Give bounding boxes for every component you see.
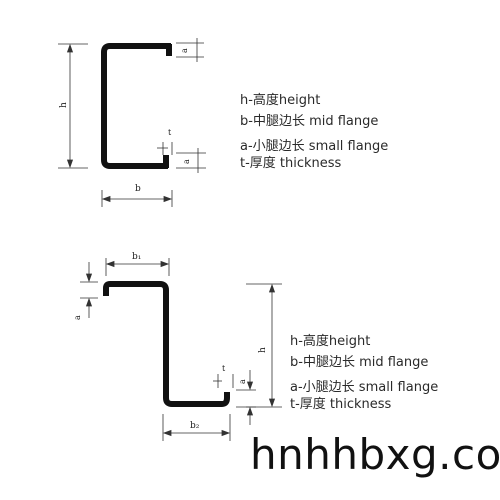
c-a-bottom-label: a [182,159,191,164]
c-a-bottom-dimension [176,148,206,173]
z-b1-dimension [105,258,170,276]
z-channel-profile [103,281,230,407]
z-t-dimension [213,374,234,388]
c-channel-profile [101,43,171,169]
c-t-dimension [157,142,173,155]
c-legend-height: h-高度height [240,93,321,108]
c-channel-legend: h-高度height b-中腿边长 mid flange a-小腿边长 smal… [240,90,388,174]
z-a-left-dimension [80,262,98,318]
c-legend-thickness: t-厚度 thickness [240,156,342,171]
z-b2-label: b₂ [190,421,200,431]
c-h-label: h [59,102,69,108]
z-b1-label: b₁ [132,252,141,262]
c-b-label: b [135,184,141,194]
z-channel-legend: h-高度height b-中腿边长 mid flange a-小腿边长 smal… [290,331,438,415]
c-h-dimension [58,43,88,169]
z-legend-thickness: t-厚度 thickness [290,397,392,412]
z-a-left-label: a [73,315,82,320]
z-legend-mid-flange: b-中腿边长 mid flange [290,355,429,370]
c-t-label: t [168,128,172,137]
z-a-right-label: a [238,379,247,384]
c-legend-mid-flange: b-中腿边长 mid flange [240,114,379,129]
z-h-label: h [258,347,268,353]
z-legend-height: h-高度height [290,334,371,349]
z-legend-small-flange: a-小腿边长 small flange [290,380,439,395]
c-b-dimension [101,190,173,207]
c-a-top-label: a [180,48,189,53]
c-a-top-dimension [176,38,204,62]
watermark-text: hnhhbxg.com [250,430,500,479]
z-a-right-dimension [236,370,256,425]
z-b2-dimension [162,414,231,441]
z-t-label: t [222,364,226,373]
c-legend-small-flange: a-小腿边长 small flange [240,139,389,154]
z-h-dimension [246,283,282,408]
